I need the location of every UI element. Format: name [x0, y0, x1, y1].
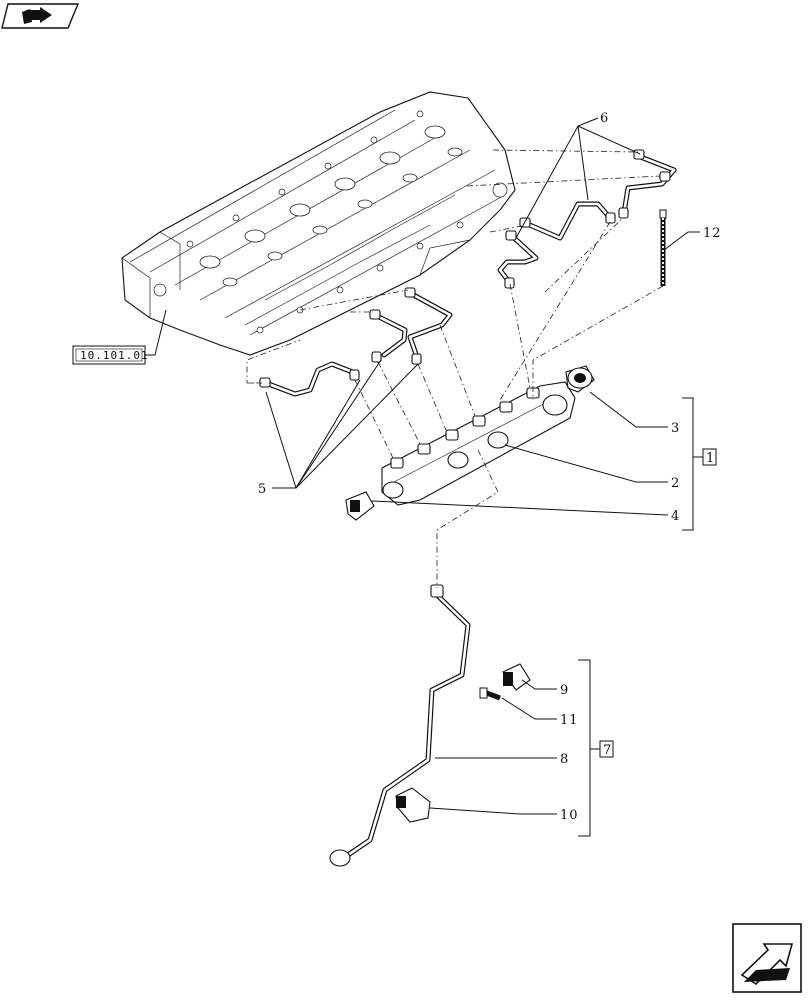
reference-link[interactable]: 10.101.01	[72, 345, 149, 365]
callout-9: 9	[560, 683, 569, 698]
callout-6: 6	[600, 111, 609, 126]
group-callout-1[interactable]: 1	[702, 448, 717, 466]
cylinder-head	[121, 91, 516, 356]
callout-7: 7	[603, 743, 612, 758]
callout-labels: 6 12 3 2 4 5 9 11 8 10	[258, 111, 722, 823]
screw-11[interactable]	[479, 687, 501, 701]
callout-2: 2	[671, 476, 680, 491]
callout-8: 8	[560, 752, 569, 767]
assembly-lines	[246, 149, 664, 588]
callout-1: 1	[706, 451, 715, 466]
fuel-rail-2[interactable]	[381, 381, 576, 506]
reference-label: 10.101.01	[80, 349, 149, 362]
callout-4: 4	[671, 509, 680, 524]
group-callout-7[interactable]: 7	[599, 740, 614, 758]
pressure-sensor-4[interactable]	[345, 491, 375, 521]
callout-12: 12	[703, 226, 722, 241]
book-arrow-icon[interactable]	[1, 3, 80, 29]
leader-lines	[145, 117, 703, 837]
high-pressure-pipe-8[interactable]	[329, 584, 471, 867]
injector-pipes-5[interactable]	[259, 287, 453, 397]
callout-5: 5	[258, 482, 267, 497]
callout-3: 3	[671, 421, 680, 436]
next-arrow-icon[interactable]	[732, 923, 802, 993]
callout-10: 10	[560, 808, 579, 823]
clamp-9[interactable]	[502, 663, 531, 691]
clip-10[interactable]	[395, 787, 431, 823]
bolt-12[interactable]	[659, 209, 667, 286]
callout-11: 11	[560, 713, 579, 728]
relief-valve-3[interactable]	[565, 365, 595, 393]
injector-pipes-6[interactable]	[497, 149, 677, 289]
